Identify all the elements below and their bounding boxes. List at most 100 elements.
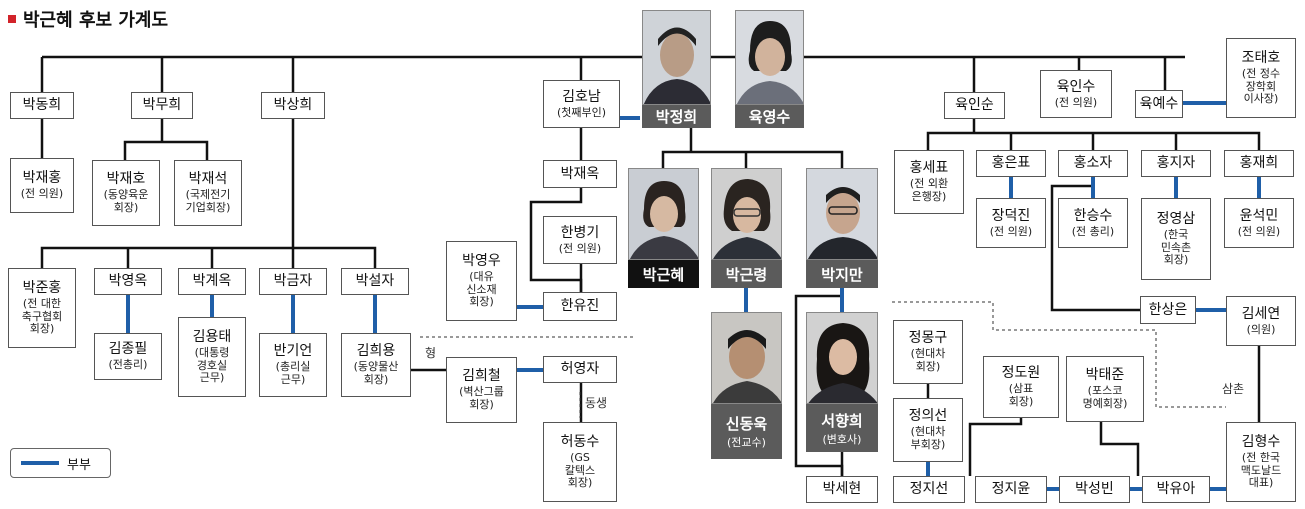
name-text: 홍지자 bbox=[1156, 155, 1196, 172]
person-bak-yua: 박유아 bbox=[1142, 476, 1210, 503]
person-bak-seolja: 박설자 bbox=[341, 268, 409, 295]
note-text: (동양물산 회장) bbox=[353, 360, 399, 387]
note-text: (전 대한 축구협회 회장) bbox=[21, 297, 63, 336]
name-text: 육인수 bbox=[1056, 78, 1096, 95]
person-bak-geumja: 박금자 bbox=[259, 268, 327, 295]
name-text: 정도원 bbox=[1001, 365, 1041, 382]
sin-donguk-photo bbox=[711, 312, 782, 404]
seo-hyanghui-label: 서향희 (변호사) bbox=[806, 404, 878, 452]
name-text: 정의선 bbox=[908, 408, 948, 425]
person-hong-jaehui: 홍재희 bbox=[1224, 150, 1294, 177]
portrait-placeholder-icon bbox=[808, 187, 877, 259]
name-text: 박태준 bbox=[1085, 367, 1125, 384]
spouse-line-swatch bbox=[21, 461, 59, 465]
person-yuk-insu: 육인수(전 의원) bbox=[1040, 70, 1112, 118]
person-kim-seyeon: 김세연(의원) bbox=[1226, 296, 1296, 346]
note-text: (한국 민속촌 회장) bbox=[1160, 228, 1192, 267]
portrait-placeholder-icon bbox=[630, 181, 698, 259]
note-text: (전 의원) bbox=[20, 187, 64, 201]
person-kim-yongtae: 김용태(대통령 경호실 근무) bbox=[178, 317, 246, 397]
note-text: (전교수) bbox=[727, 436, 766, 449]
person-kim-hyeongsu: 김형수(전 한국 맥도날드 대표) bbox=[1226, 422, 1296, 502]
person-jang-deokjin: 장덕진(전 의원) bbox=[976, 198, 1046, 248]
name-text: 박정희 bbox=[655, 108, 698, 126]
person-kim-huiyong: 김희용(동양물산 회장) bbox=[341, 333, 411, 397]
note-text: (대유 신소재 회장) bbox=[466, 270, 497, 309]
name-text: 홍은표 bbox=[991, 155, 1031, 172]
person-kim-hochul: 김희철(벽산그룹 회장) bbox=[446, 357, 517, 423]
portrait-placeholder-icon bbox=[643, 27, 710, 104]
relation-samchon: 삼촌 bbox=[1222, 382, 1245, 396]
person-kim-jongpil: 김종필(전총리) bbox=[94, 333, 162, 380]
person-bak-junhong: 박준홍(전 대한 축구협회 회장) bbox=[8, 268, 76, 348]
name-text: 홍세표 bbox=[909, 160, 949, 177]
name-text: 한유진 bbox=[560, 298, 600, 315]
note-text: (전 정수 장학회 이사장) bbox=[1241, 67, 1281, 106]
name-text: 윤석민 bbox=[1239, 207, 1279, 224]
note-text: (국제전기 기업회장) bbox=[185, 188, 231, 215]
person-bak-jaeseok: 박재석(국제전기 기업회장) bbox=[174, 160, 242, 226]
person-jeong-uiseon: 정의선(현대차 부회장) bbox=[893, 398, 963, 462]
person-han-sangeun: 한상은 bbox=[1140, 296, 1196, 324]
person-han-seungsu: 한승수(전 총리) bbox=[1058, 198, 1128, 248]
name-text: 박성빈 bbox=[1075, 481, 1114, 498]
person-bak-yeongok: 박영옥 bbox=[94, 268, 162, 295]
bak-geunryeong-photo bbox=[711, 168, 782, 260]
note-text: (전 의원) bbox=[1054, 95, 1098, 109]
name-text: 조태호 bbox=[1241, 49, 1281, 66]
legend-label: 부부 bbox=[67, 457, 91, 473]
name-text: 허동수 bbox=[560, 433, 600, 450]
person-bak-muhui: 박무희 bbox=[131, 92, 193, 119]
name-text: 박동희 bbox=[22, 97, 62, 114]
note-text: (GS 칼텍스 회장) bbox=[564, 451, 596, 490]
seo-hyanghui-photo bbox=[806, 312, 878, 404]
portrait-placeholder-icon bbox=[808, 323, 877, 403]
person-jo-taeho: 조태호(전 정수 장학회 이사장) bbox=[1226, 38, 1296, 118]
person-heo-dongsu: 허동수(GS 칼텍스 회장) bbox=[543, 422, 617, 502]
person-han-byeonggi: 한병기(전 의원) bbox=[543, 216, 617, 264]
note-text: (전 총리) bbox=[1071, 224, 1115, 238]
relation-dongsaeng: 동생 bbox=[585, 396, 608, 410]
bak-geunhye-label: 박근혜 bbox=[628, 260, 699, 288]
name-text: 박세현 bbox=[822, 481, 862, 498]
name-text: 김희용 bbox=[356, 343, 396, 360]
bak-jeonghui-label: 박정희 bbox=[642, 105, 711, 128]
note-text: (전 한국 맥도날드 대표) bbox=[1240, 451, 1282, 490]
name-text: 박근령 bbox=[725, 265, 768, 284]
name-text: 박계옥 bbox=[192, 273, 232, 290]
portrait-placeholder-icon bbox=[737, 21, 803, 104]
name-text: 박지만 bbox=[821, 265, 863, 284]
person-bak-seongbin: 박성빈 bbox=[1059, 476, 1130, 503]
note-text: (총리실 근무) bbox=[275, 360, 311, 387]
name-text: 정지윤 bbox=[991, 481, 1031, 498]
name-text: 육인순 bbox=[955, 97, 994, 114]
bak-jiman-photo bbox=[806, 168, 878, 260]
person-bak-sehyeon: 박세현 bbox=[806, 476, 878, 503]
name-text: 박재석 bbox=[188, 171, 228, 188]
name-text: 박금자 bbox=[273, 273, 313, 290]
name-text: 박유아 bbox=[1156, 481, 1196, 498]
name-text: 박영옥 bbox=[108, 273, 148, 290]
name-text: 박설자 bbox=[355, 273, 395, 290]
person-ban-gieon: 반기언(총리실 근무) bbox=[259, 333, 327, 397]
note-text: (현대차 부회장) bbox=[910, 425, 946, 452]
portrait-placeholder-icon bbox=[713, 330, 781, 403]
person-jeong-jiseon: 정지선 bbox=[893, 476, 965, 503]
person-heo-yeongja: 허영자 bbox=[543, 356, 617, 383]
person-jeong-monggu: 정몽구(현대차 회장) bbox=[893, 320, 963, 384]
name-text: 반기언 bbox=[273, 343, 313, 360]
name-text: 한상은 bbox=[1148, 301, 1188, 318]
bak-jeonghui-photo bbox=[642, 10, 711, 105]
bak-geunryeong-label: 박근령 bbox=[711, 260, 782, 288]
portrait-placeholder-icon bbox=[713, 179, 781, 259]
note-text: (포스코 명예회장) bbox=[1082, 384, 1128, 411]
note-text: (첫째부인) bbox=[556, 105, 607, 119]
person-hong-soja: 홍소자 bbox=[1058, 150, 1128, 177]
name-text: 박재호 bbox=[106, 171, 146, 188]
note-text: (전 의원) bbox=[558, 241, 602, 255]
name-text: 한병기 bbox=[560, 224, 600, 241]
person-yuk-insun: 육인순 bbox=[944, 92, 1005, 119]
person-jeong-yeongsam: 정영삼(한국 민속촌 회장) bbox=[1141, 198, 1211, 280]
